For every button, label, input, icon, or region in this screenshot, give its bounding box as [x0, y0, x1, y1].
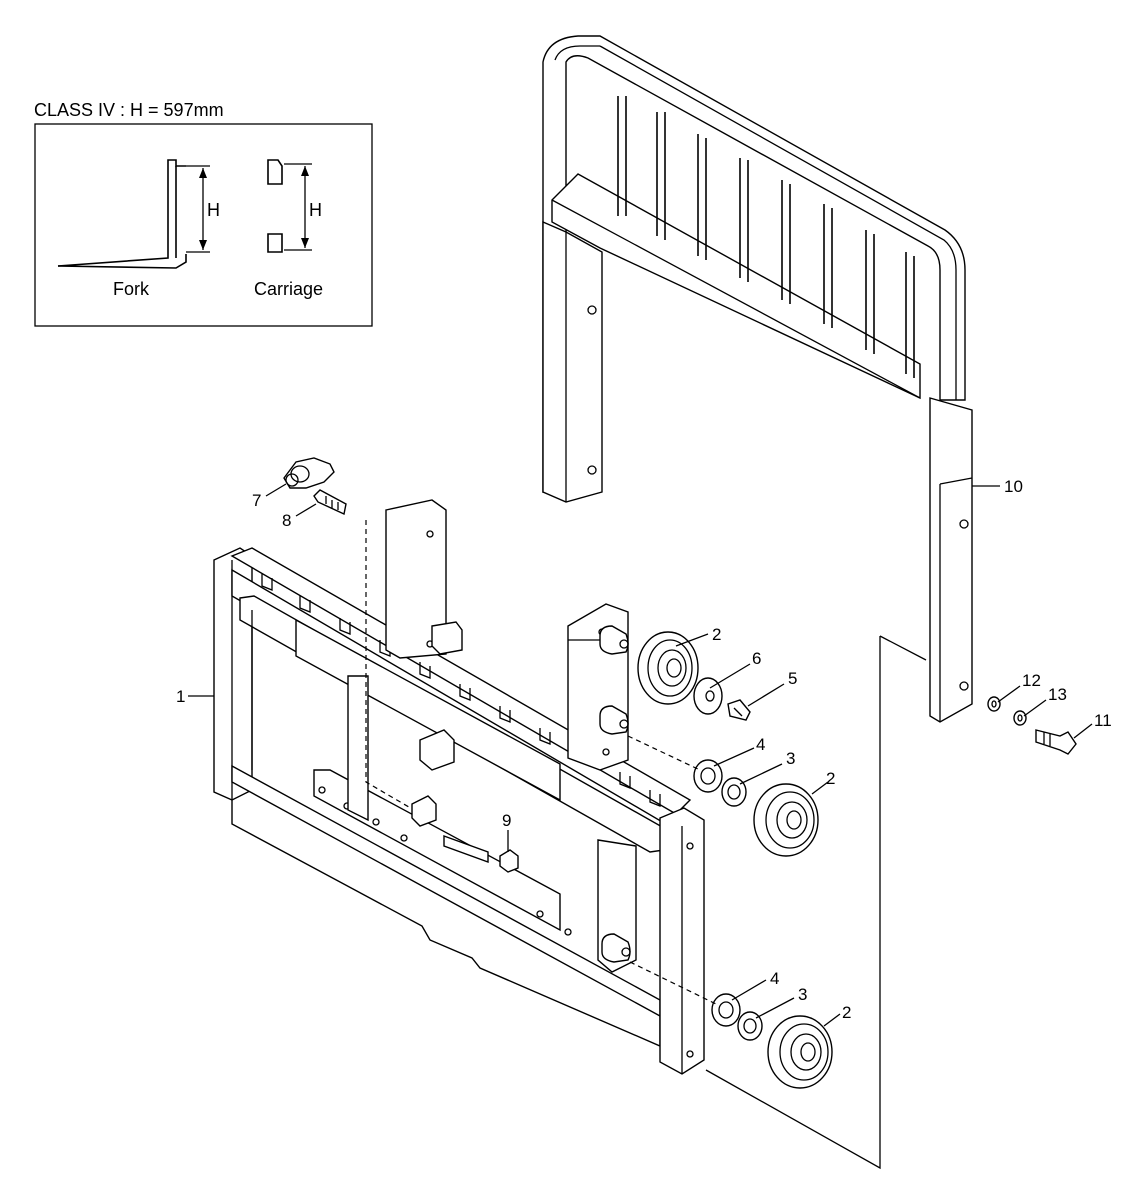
callout-3-lower: 3	[798, 985, 807, 1004]
nut-part-9	[499, 849, 519, 873]
load-backrest	[542, 35, 973, 723]
backrest-slats	[617, 96, 915, 378]
roller-assembly-middle	[627, 735, 819, 857]
callout-6: 6	[752, 649, 761, 668]
carriage-profile-drawing: H	[267, 159, 322, 253]
fork-dim-label: H	[207, 200, 220, 220]
top-rail-notches	[261, 574, 661, 807]
class-inset: CLASS IV : H = 597mm H Fork H Carriage	[34, 100, 373, 327]
callout-4-lower: 4	[770, 969, 779, 988]
inset-title: CLASS IV : H = 597mm	[34, 100, 224, 120]
callout-13: 13	[1048, 685, 1067, 704]
callout-3-middle: 3	[786, 749, 795, 768]
callout-2-lower: 2	[842, 1003, 851, 1022]
callout-2-middle: 2	[826, 769, 835, 788]
inset-frame	[34, 123, 373, 327]
callout-12: 12	[1022, 671, 1041, 690]
callout-11: 11	[1094, 711, 1112, 730]
fork-stopper-assembly	[283, 457, 347, 516]
roller-assembly-lower	[629, 961, 833, 1089]
fork-profile-drawing: H	[57, 159, 220, 269]
backrest-guide-lines	[705, 635, 927, 1170]
callout-10: 10	[1004, 477, 1023, 496]
roller-assembly-upper	[637, 631, 751, 721]
callout-5: 5	[788, 669, 797, 688]
carriage-dim-label: H	[309, 200, 322, 220]
callout-8: 8	[282, 511, 291, 530]
fork-label: Fork	[113, 279, 150, 299]
carriage-label: Carriage	[254, 279, 323, 299]
callout-4-middle: 4	[756, 735, 765, 754]
callout-9: 9	[502, 811, 511, 830]
fork-carriage	[213, 499, 705, 1075]
backrest-bolt-set	[987, 696, 1077, 755]
callout-2-upper: 2	[712, 625, 721, 644]
callout-1: 1	[176, 687, 185, 706]
callout-7: 7	[252, 491, 261, 510]
callout-labels: 1 2 2 2 3 3 4 4 5 6 7 8 9 10 11 12 13	[176, 477, 1112, 1022]
callout-leaders	[188, 483, 1093, 1027]
